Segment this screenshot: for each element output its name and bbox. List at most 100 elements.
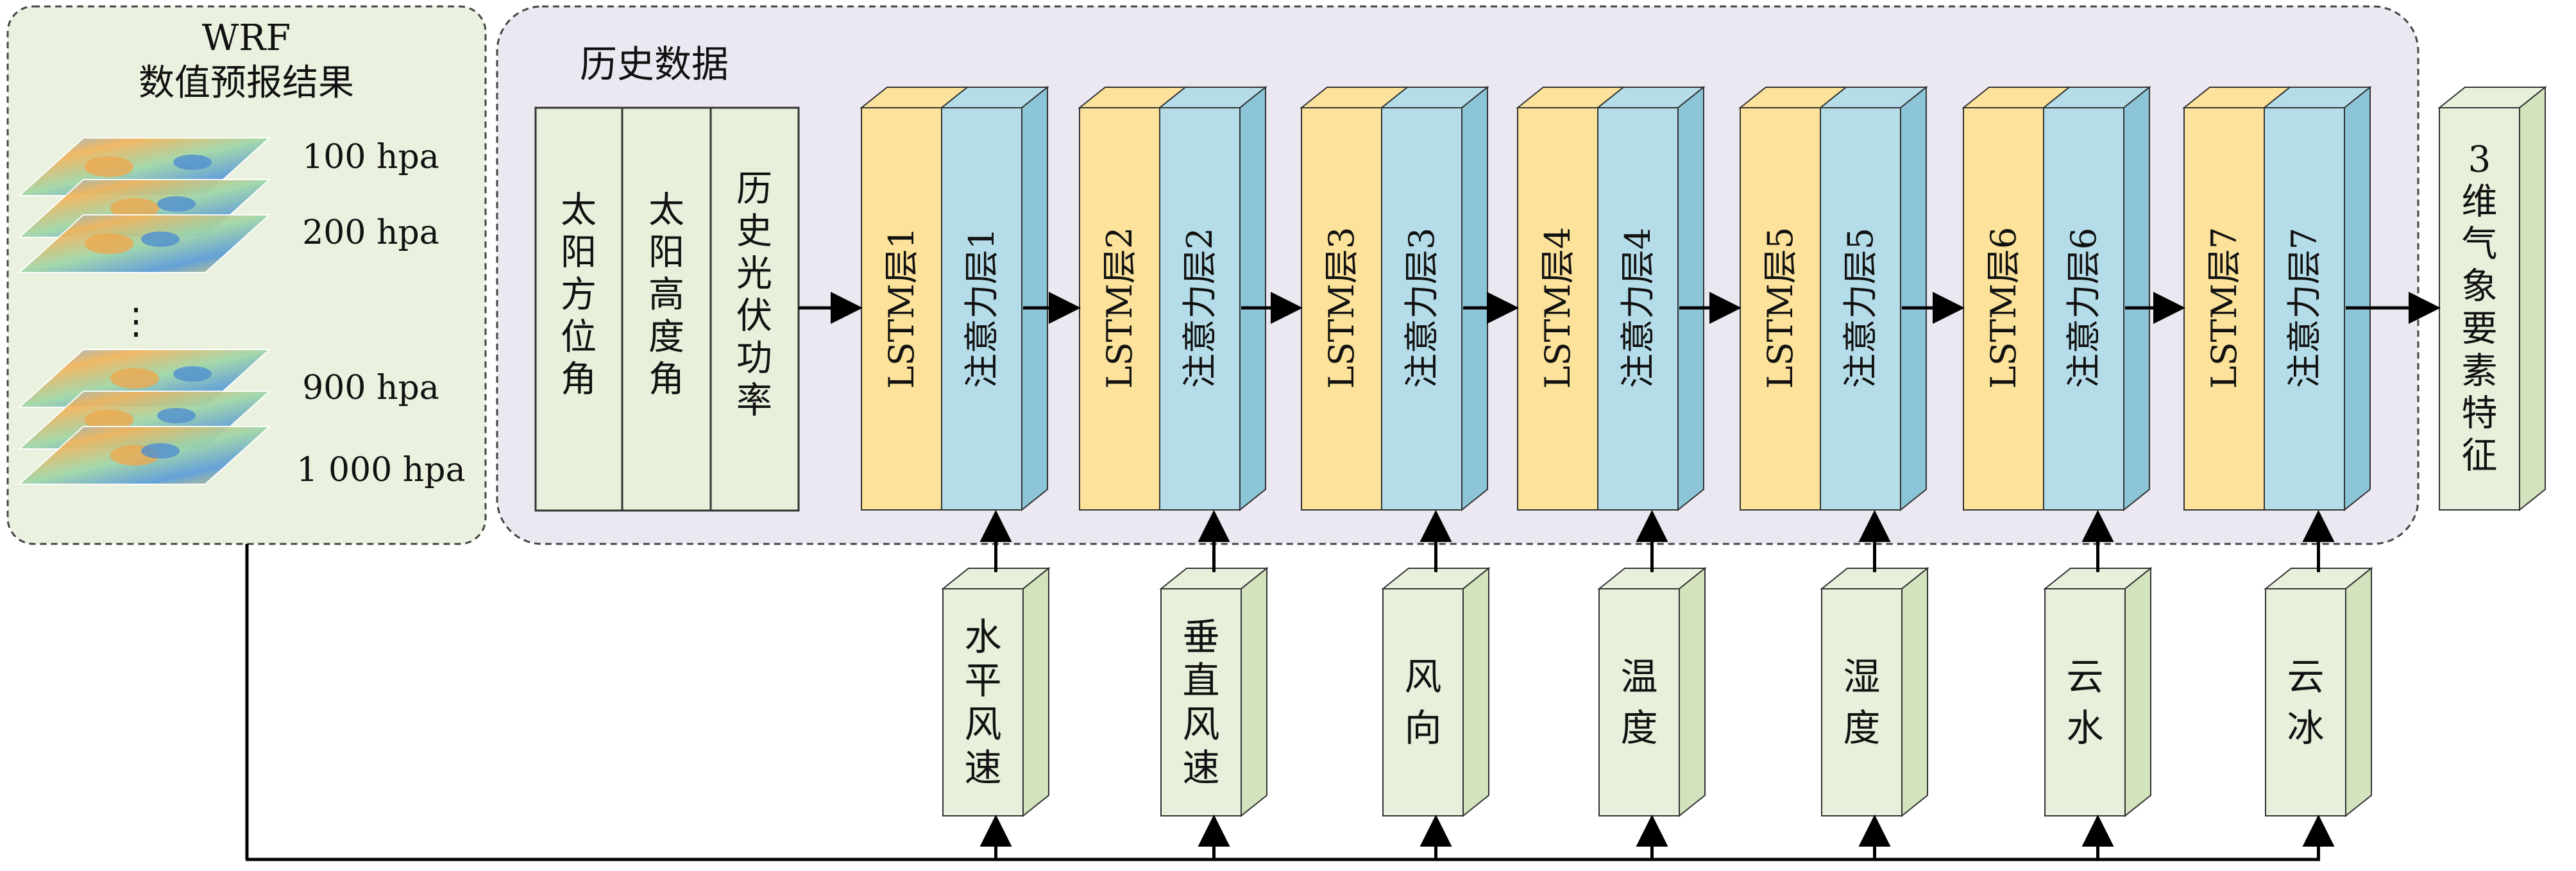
- feature-label: 冰: [2287, 706, 2324, 750]
- output-label: 3: [2468, 139, 2491, 181]
- map-blob: [110, 198, 159, 219]
- feature-front-face: [1382, 588, 1464, 816]
- level-ellipsis: ⋮: [118, 301, 154, 342]
- attention-side-face: [1900, 85, 1927, 512]
- feature-label: 平: [964, 659, 1001, 702]
- feature-side-face: [1022, 566, 1049, 818]
- feature-box-6: 云水: [2043, 566, 2153, 818]
- output-label: 特: [2462, 393, 2498, 435]
- solar-elevation-label: 太: [648, 190, 684, 232]
- attention-layer-label: 注意力层2: [1180, 228, 1220, 388]
- feature-label: 速: [964, 746, 1001, 790]
- attention-layer-label: 注意力层3: [1402, 228, 1442, 388]
- feature-side-face: [2345, 566, 2372, 818]
- feature-side-face: [1679, 566, 1706, 818]
- solar-azimuth-label: 阳: [561, 232, 597, 274]
- lstm-layer-7: [2183, 107, 2265, 511]
- layer-block-3: LSTM层3 注意力层3: [1300, 85, 1489, 512]
- feature-box-5: 湿度: [1820, 566, 1929, 818]
- layer-block-4: LSTM层4 注意力层4: [1516, 85, 1706, 512]
- attention-side-face: [1461, 85, 1488, 512]
- solar-elevation-label: 高: [648, 275, 684, 316]
- attention-side-face: [2344, 85, 2371, 512]
- attention-layer-6: [2043, 107, 2124, 511]
- historical-pv-power-label: 功: [736, 338, 772, 380]
- level-label-100: 100 hpa: [302, 138, 439, 176]
- feature-label: 风: [1182, 702, 1219, 746]
- solar-azimuth-label: 位: [561, 317, 597, 359]
- historical-pv-power-label: 史: [736, 211, 772, 253]
- feature-label: 向: [1404, 706, 1441, 750]
- lstm-layer-label: LSTM层7: [2204, 227, 2244, 389]
- wrf-map-layer: [17, 214, 271, 273]
- map-blob: [173, 366, 212, 382]
- feature-front-face: [2265, 588, 2346, 816]
- wrf-title: WRF: [202, 17, 291, 59]
- feature-label: 直: [1182, 659, 1219, 702]
- lstm-layer-5: [1740, 107, 1821, 511]
- lstm-layer-label: LSTM层6: [1983, 227, 2024, 389]
- history-data-title: 历史数据: [580, 42, 729, 86]
- map-blob: [141, 232, 180, 247]
- wrf-subtitle: 数值预报结果: [139, 62, 354, 104]
- lstm-layer-2: [1079, 107, 1160, 511]
- feature-label: 度: [1620, 706, 1657, 750]
- solar-elevation-label: 阳: [648, 232, 684, 274]
- wrf-map-layers: [17, 137, 271, 485]
- connectors: [245, 292, 2441, 861]
- lstm-layer-4: [1517, 107, 1598, 511]
- attention-side-face: [1677, 85, 1704, 512]
- feature-label: 垂: [1182, 615, 1219, 659]
- lstm-layer-label: LSTM层3: [1321, 227, 1362, 389]
- feature-label: 度: [1843, 706, 1880, 750]
- solar-azimuth-label: 角: [561, 359, 597, 401]
- historical-pv-power-label: 伏: [736, 296, 772, 337]
- history-input-box: [534, 106, 800, 512]
- map-blob: [157, 408, 196, 423]
- feature-label: 云: [2287, 655, 2324, 698]
- output-label: 素: [2462, 351, 2498, 393]
- attention-side-face: [2123, 85, 2150, 512]
- feature-box-3: 风向: [1381, 566, 1491, 818]
- output-side-face: [2519, 85, 2546, 512]
- map-blob: [85, 156, 133, 177]
- level-label-900: 900 hpa: [302, 369, 439, 407]
- historical-pv-power-label: 历: [736, 169, 772, 210]
- attention-layer-3: [1381, 107, 1462, 511]
- map-blob: [110, 368, 159, 389]
- lstm-layer-6: [1963, 107, 2044, 511]
- lstm-layer-label: LSTM层4: [1538, 227, 1578, 389]
- layer-block-2: LSTM层2 注意力层2: [1078, 85, 1267, 512]
- output-label: 要: [2462, 309, 2498, 350]
- attention-layer-label: 注意力层7: [2284, 228, 2325, 388]
- solar-elevation-label: 度: [648, 317, 684, 359]
- feature-label: 云: [2066, 655, 2103, 698]
- lstm-layer-1: [861, 107, 942, 511]
- historical-pv-power-label: 率: [736, 380, 772, 422]
- feature-side-face: [1462, 566, 1489, 818]
- feature-side-face: [2124, 566, 2151, 818]
- lstm-layer-label: LSTM层2: [1099, 227, 1140, 389]
- feature-label: 温: [1620, 655, 1657, 698]
- output-label: 征: [2462, 436, 2498, 477]
- map-blob: [157, 196, 196, 212]
- attention-layer-4: [1597, 107, 1679, 511]
- attention-layer-label: 注意力层4: [1618, 228, 1658, 388]
- solar-elevation-label: 角: [648, 359, 684, 401]
- lstm-layer-label: LSTM层5: [1760, 227, 1801, 389]
- feature-front-face: [1821, 588, 1902, 816]
- level-label-1000: 1 000 hpa: [296, 451, 465, 489]
- feature-side-face: [1241, 566, 1267, 818]
- feature-side-face: [1901, 566, 1928, 818]
- lstm-layer-label: LSTM层1: [881, 227, 922, 389]
